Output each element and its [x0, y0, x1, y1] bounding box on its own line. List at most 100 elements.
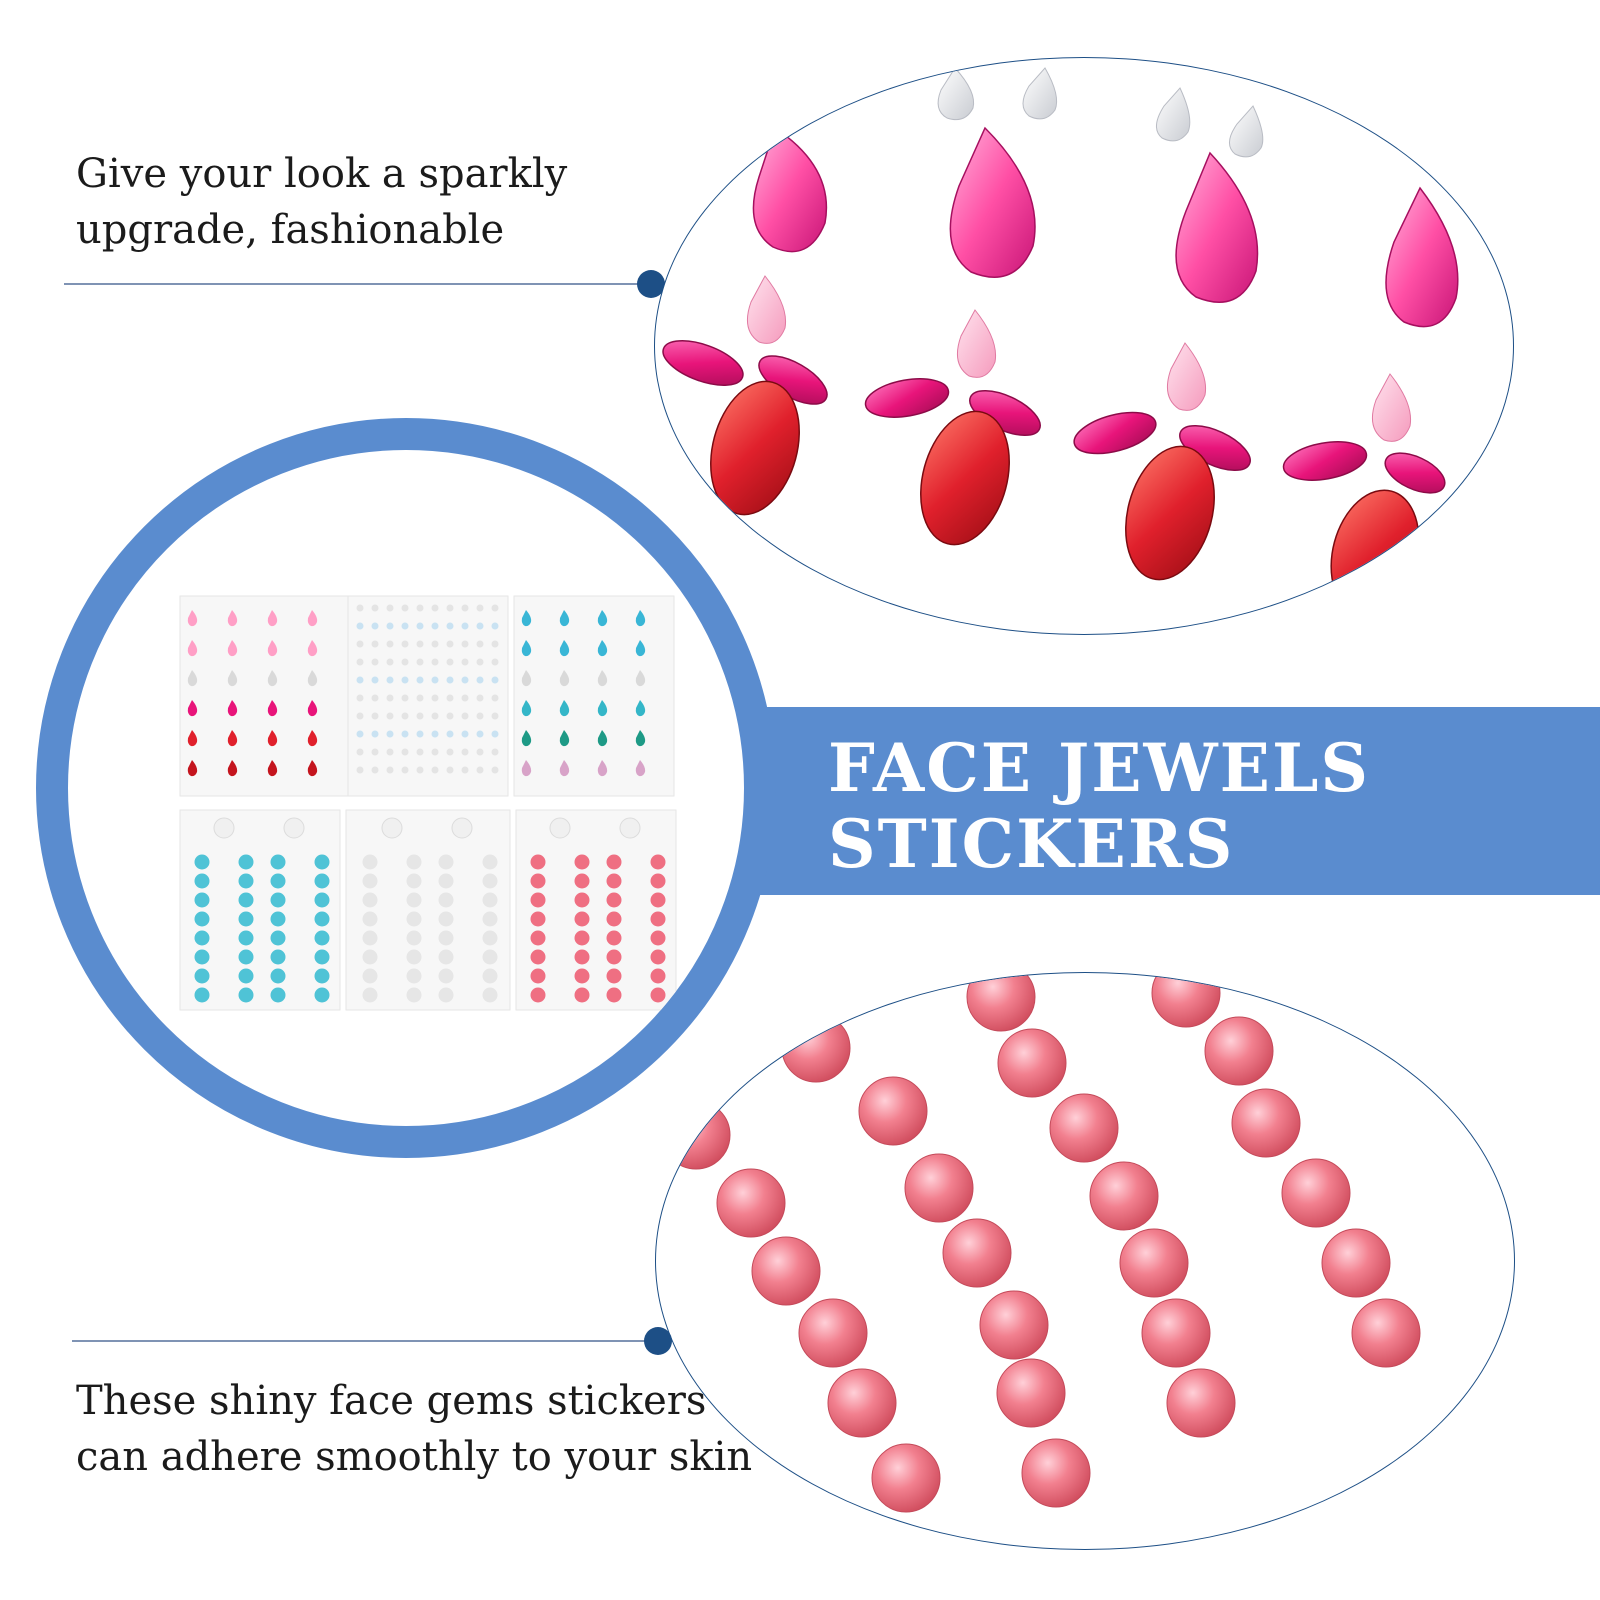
mini-pearl — [530, 911, 546, 927]
mini-gem — [187, 700, 198, 717]
mini-rhinestone — [431, 712, 439, 720]
mini-gem — [267, 640, 278, 657]
mini-pearl — [530, 968, 546, 984]
mini-rhinestone — [386, 640, 394, 648]
mini-pearl — [606, 930, 622, 946]
mini-gem — [187, 640, 198, 657]
mini-pearl — [530, 987, 546, 1003]
mini-rhinestone — [371, 766, 379, 774]
mini-rhinestone — [461, 640, 469, 648]
mini-rhinestone — [401, 730, 409, 738]
mini-rhinestone — [371, 622, 379, 630]
mini-pearl — [650, 949, 666, 965]
mini-pearl — [438, 892, 454, 908]
mini-gem — [227, 670, 238, 687]
gem-closeup-illustration — [662, 67, 1459, 617]
mini-rhinestone — [491, 766, 499, 774]
clear-gem-row — [937, 67, 1264, 158]
mini-pearl — [650, 911, 666, 927]
mini-pearl — [650, 930, 666, 946]
mini-pearl — [530, 930, 546, 946]
mini-gem — [267, 760, 278, 777]
mini-pearl — [238, 987, 254, 1003]
title-banner — [680, 707, 1600, 895]
mini-rhinestone — [401, 622, 409, 630]
mini-rhinestone — [476, 730, 484, 738]
pearl — [1141, 1298, 1211, 1368]
sticker-sheet-gems — [187, 604, 666, 1003]
mini-rhinestone — [401, 712, 409, 720]
pearl — [1089, 1161, 1159, 1231]
mini-rhinestone — [416, 766, 424, 774]
mini-gem — [227, 610, 238, 627]
mini-rhinestone — [431, 622, 439, 630]
mini-rhinestone — [401, 604, 409, 612]
pearl — [1231, 1088, 1301, 1158]
mini-pearl — [482, 968, 498, 984]
mini-rhinestone — [416, 694, 424, 702]
mini-rhinestone — [446, 694, 454, 702]
mini-pearl — [650, 892, 666, 908]
mini-pearl — [362, 873, 378, 889]
mini-pearl — [314, 949, 330, 965]
mini-pearl — [238, 873, 254, 889]
mini-rhinestone — [416, 730, 424, 738]
mini-pearl — [406, 949, 422, 965]
mini-pearl — [194, 854, 210, 870]
mini-rhinestone — [446, 676, 454, 684]
mini-rhinestone — [461, 748, 469, 756]
mini-pearl — [406, 987, 422, 1003]
sticker-sheets-illustration — [179, 595, 677, 1011]
mini-gem — [597, 700, 608, 717]
mini-pearl — [606, 854, 622, 870]
mini-gem — [635, 700, 646, 717]
mini-gem — [267, 610, 278, 627]
mini-pearl — [194, 968, 210, 984]
mini-pearl — [406, 854, 422, 870]
mini-rhinestone — [416, 658, 424, 666]
mini-rhinestone — [476, 712, 484, 720]
mini-pearl — [574, 911, 590, 927]
mini-rhinestone — [446, 640, 454, 648]
pearl — [1321, 1228, 1391, 1298]
mini-rhinestone — [386, 748, 394, 756]
mini-rhinestone — [446, 766, 454, 774]
mini-rhinestone — [401, 748, 409, 756]
mini-gem — [307, 640, 318, 657]
pearl-closeup-illustration — [661, 973, 1421, 1513]
mini-gem — [559, 640, 570, 657]
mini-pearl — [270, 987, 286, 1003]
mini-pearl — [194, 873, 210, 889]
mini-gem — [559, 730, 570, 747]
mini-rhinestone — [401, 694, 409, 702]
pearl — [751, 1236, 821, 1306]
mini-rhinestone — [416, 748, 424, 756]
mini-pearl — [650, 854, 666, 870]
mini-gem — [635, 670, 646, 687]
mini-gem — [267, 730, 278, 747]
pearl — [871, 1443, 941, 1513]
mini-rhinestone — [431, 676, 439, 684]
mini-pearl — [270, 873, 286, 889]
mini-rhinestone — [356, 604, 364, 612]
mini-rhinestone — [401, 658, 409, 666]
mini-flower-pearl — [451, 817, 473, 839]
mini-pearl — [574, 892, 590, 908]
mini-pearl — [406, 911, 422, 927]
mini-rhinestone — [431, 604, 439, 612]
mini-rhinestone — [476, 604, 484, 612]
mini-pearl — [606, 949, 622, 965]
mini-pearl — [574, 930, 590, 946]
mini-rhinestone — [431, 640, 439, 648]
pearl — [966, 973, 1036, 1032]
mini-rhinestone — [371, 604, 379, 612]
mini-gem — [521, 760, 532, 777]
mini-gem — [267, 670, 278, 687]
mini-rhinestone — [491, 640, 499, 648]
caption-bottom: These shiny face gems stickers can adher… — [76, 1373, 776, 1485]
mini-rhinestone — [446, 658, 454, 666]
mini-gem — [307, 700, 318, 717]
mini-rhinestone — [356, 694, 364, 702]
mini-pearl — [482, 854, 498, 870]
mini-gem — [521, 730, 532, 747]
